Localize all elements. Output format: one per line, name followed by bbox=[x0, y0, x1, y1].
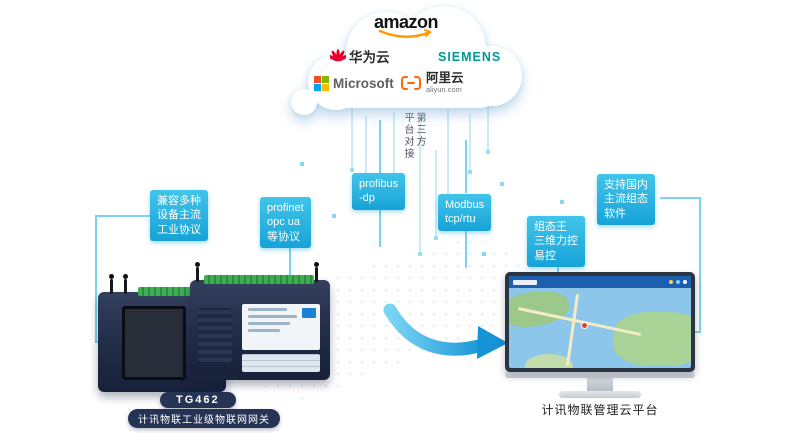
aliyun-logo: 阿里云 aliyun.com bbox=[400, 72, 464, 93]
siemens-wordmark: SIEMENS bbox=[438, 50, 502, 64]
map-land-blob bbox=[525, 354, 573, 368]
aliyun-domain: aliyun.com bbox=[426, 84, 462, 94]
map-land-blob bbox=[613, 312, 691, 366]
huawei-wordmark: 华为云 bbox=[349, 50, 390, 65]
device-vents bbox=[198, 308, 232, 362]
tag-profinet: profinet opc ua 等协议 bbox=[260, 197, 311, 248]
monitor-frame bbox=[505, 272, 695, 372]
header-dot-icon bbox=[683, 280, 687, 284]
aliyun-bracket-icon bbox=[401, 75, 421, 90]
amazon-wordmark: amazon bbox=[374, 12, 439, 32]
map-pin-icon bbox=[581, 322, 588, 329]
antenna-icon bbox=[195, 262, 200, 282]
device-touchscreen bbox=[122, 306, 186, 380]
device-model-label: TG462 bbox=[160, 392, 236, 408]
device-caption-label: 计讯物联工业级物联网网关 bbox=[128, 409, 280, 428]
cloud-platform-monitor bbox=[505, 272, 695, 398]
gateway-device-group bbox=[90, 262, 346, 396]
header-dot-icon bbox=[669, 280, 673, 284]
map-header-bar bbox=[509, 276, 691, 288]
terminal-block bbox=[138, 287, 216, 296]
tag-modbus: Modbus tcp/rtu bbox=[438, 194, 492, 231]
huawei-cloud-logo: 华为云 bbox=[330, 46, 390, 66]
link-label-col2: 平台对接 bbox=[402, 112, 413, 160]
cloud-shape bbox=[291, 6, 522, 115]
antenna-icon bbox=[109, 274, 114, 294]
tag-profibus: profibus -dp bbox=[352, 173, 406, 210]
device-brand-chip bbox=[302, 308, 316, 318]
scatter-squares bbox=[300, 162, 564, 256]
aliyun-wordmark: 阿里云 bbox=[426, 71, 464, 85]
third-party-link-label: 第三方 平台对接 bbox=[402, 112, 425, 174]
device-spec-table bbox=[242, 354, 320, 372]
monitor-chin bbox=[505, 372, 695, 378]
tag-industrial-protocols: 兼容多种 设备主流 工业协议 bbox=[150, 190, 208, 241]
antenna-icon bbox=[123, 274, 128, 294]
amazon-smile-icon bbox=[378, 29, 432, 38]
device-label-panel bbox=[242, 304, 320, 350]
header-dot-icon bbox=[676, 280, 680, 284]
tag-scada-support: 支持国内 主流组态 软件 bbox=[597, 174, 655, 225]
gateway-device-front bbox=[190, 262, 330, 380]
amazon-logo: amazon bbox=[374, 12, 439, 40]
microsoft-grid-icon bbox=[314, 76, 329, 91]
monitor-stand-base bbox=[559, 391, 641, 398]
huawei-flower-icon bbox=[330, 49, 346, 62]
tag-scada-brands: 组态王 三维力控 易控 bbox=[527, 216, 585, 267]
third-party-cloud: amazon 华为云 SIEMENS Microso bbox=[288, 2, 528, 134]
microsoft-wordmark: Microsoft bbox=[333, 76, 394, 91]
map-search-box bbox=[513, 279, 537, 285]
siemens-logo: SIEMENS bbox=[438, 50, 501, 64]
map-view bbox=[509, 287, 691, 368]
microsoft-logo: Microsoft bbox=[314, 76, 394, 91]
antenna-icon bbox=[314, 262, 319, 282]
monitor-screen bbox=[509, 276, 691, 368]
terminal-block bbox=[204, 275, 314, 284]
monitor-stand-neck bbox=[587, 378, 613, 391]
link-label-col1: 第三方 bbox=[414, 112, 425, 148]
data-stream-lines bbox=[351, 104, 489, 252]
transfer-arrow bbox=[383, 303, 508, 359]
platform-caption: 计讯物联管理云平台 bbox=[541, 403, 659, 417]
